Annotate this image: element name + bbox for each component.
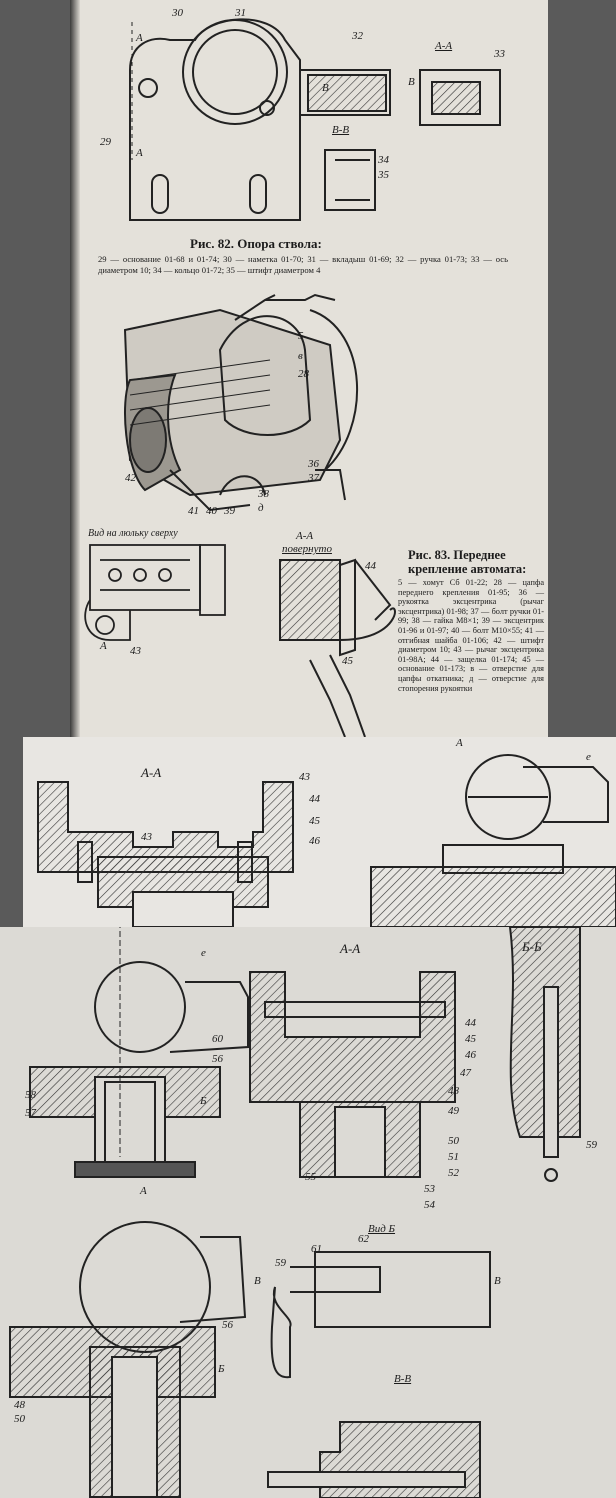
label-38: 38 (258, 488, 269, 500)
label-45: 45 (309, 815, 320, 827)
section-bb-title: Б-Б (522, 939, 542, 954)
label-5: 5 (298, 330, 304, 342)
label-v: в (298, 350, 303, 362)
section-aa-title: А-А (141, 765, 162, 780)
page-scan-bottom: е 60 56 58 57 Б А А-А Б-Б 44 45 46 47 48… (0, 927, 616, 1498)
label-42: 42 (125, 472, 136, 484)
label-40: 40 (206, 505, 217, 517)
section-vv-title: В-В (394, 1373, 412, 1385)
label-32: 32 (352, 30, 363, 42)
label-b-left: Б (200, 1095, 207, 1107)
label-59-bottom: 59 (275, 1257, 286, 1269)
label-45: 45 (342, 655, 353, 667)
label-48: 48 (448, 1085, 459, 1097)
section-aa-rotated: А-А (296, 530, 314, 542)
label-45: 45 (465, 1033, 476, 1045)
page-scan-middle: А-А 43 44 45 46 43 е А (23, 737, 616, 927)
fig82-caption: Рис. 82. Опора ствола: (190, 236, 322, 251)
label-a-plan: А (100, 640, 107, 652)
label-48-bottom: 48 (14, 1399, 25, 1411)
label-44: 44 (309, 793, 320, 805)
label-62: 62 (358, 1233, 369, 1245)
drawing-section-aa-1 (37, 754, 616, 927)
label-41: 41 (188, 505, 199, 517)
label-d: д (258, 502, 264, 514)
label-34: 34 (378, 154, 389, 166)
label-33: 33 (494, 48, 505, 60)
label-61: 61 (311, 1243, 322, 1255)
label-29: 29 (100, 136, 111, 148)
label-46: 46 (309, 835, 320, 847)
label-b-right: В (408, 76, 415, 88)
label-51: 51 (448, 1151, 459, 1163)
drawing-assembly (9, 927, 581, 1498)
view-top-label: Вид на люльку сверху (88, 528, 178, 539)
fig83-legend: 5 — хомут Сб 01-22; 28 — цапфа переднего… (398, 578, 544, 693)
section-bb-label: В-В (332, 124, 350, 136)
view-b-title: Вид Б (368, 1223, 396, 1235)
fig82-legend: 29 — основание 01-68 и 01-74; 30 — намет… (98, 254, 508, 275)
label-50-bottom: 50 (14, 1413, 25, 1425)
label-54: 54 (424, 1199, 435, 1211)
label-55: 55 (305, 1171, 316, 1183)
label-b-left: В (322, 82, 329, 94)
label-e: е (201, 947, 206, 959)
label-44: 44 (365, 560, 376, 572)
label-36: 36 (308, 458, 319, 470)
label-v-right: В (494, 1275, 501, 1287)
fig83-caption: Рис. 83. Переднее крепление автомата: (408, 548, 527, 576)
label-56-top: 56 (212, 1053, 223, 1065)
label-56-bottom: 56 (222, 1319, 233, 1331)
label-50: 50 (448, 1135, 459, 1147)
section-rotated-sub: повернуто (282, 543, 332, 555)
section-aa-title: А-А (340, 941, 361, 956)
label-49: 49 (448, 1105, 459, 1117)
label-a-bottom: А (136, 147, 143, 159)
label-a-top: А (136, 32, 143, 44)
label-58: 58 (25, 1089, 36, 1101)
label-39: 39 (224, 505, 235, 517)
label-37: 37 (308, 472, 319, 484)
label-52: 52 (448, 1167, 459, 1179)
label-a-bottom: А (140, 1185, 147, 1197)
label-43-mid: 43 (141, 831, 152, 843)
label-28: 28 (298, 368, 309, 380)
label-v-left: В (254, 1275, 261, 1287)
drawing-fig82-83 (84, 18, 501, 737)
label-31: 31 (235, 7, 246, 19)
label-44: 44 (465, 1017, 476, 1029)
label-46: 46 (465, 1049, 476, 1061)
label-57: 57 (25, 1107, 36, 1119)
label-47: 47 (460, 1067, 471, 1079)
label-60: 60 (212, 1033, 223, 1045)
label-30: 30 (172, 7, 183, 19)
label-43-top: 43 (299, 771, 310, 783)
label-a: А (456, 737, 463, 749)
label-e: е (586, 751, 591, 763)
section-aa-label: А-А (435, 40, 453, 52)
label-53: 53 (424, 1183, 435, 1195)
label-b-right: Б (218, 1363, 225, 1375)
label-35: 35 (378, 169, 389, 181)
page-edge-shadow (70, 0, 80, 737)
page-scan-top: 30 31 32 29 А А В В А-А 33 В-В 34 35 Рис… (70, 0, 548, 737)
label-59-top: 59 (586, 1139, 597, 1151)
label-43: 43 (130, 645, 141, 657)
